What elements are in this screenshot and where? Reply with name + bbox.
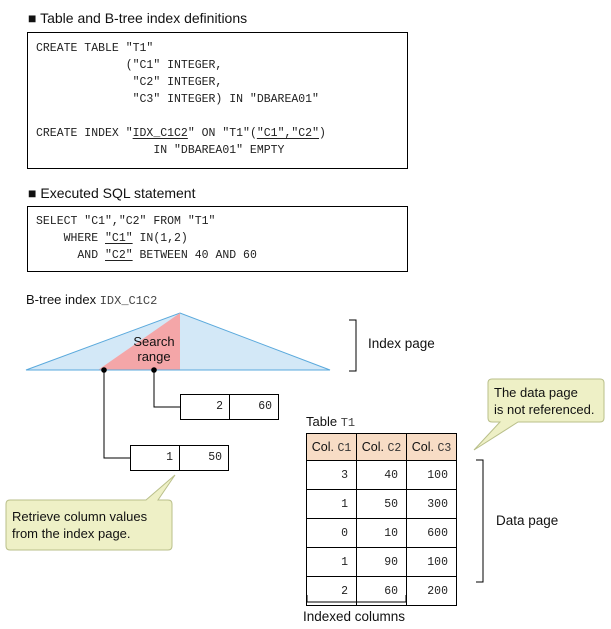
search-range-line: range xyxy=(137,349,171,364)
table-cell: 300 xyxy=(406,489,457,519)
callout-right-line: is not referenced. xyxy=(494,402,595,417)
index-entry-bottom: 1 50 xyxy=(130,445,229,471)
code-line: CREATE INDEX "IDX_C1C2" ON "T1"("C1","C2… xyxy=(36,125,326,142)
code-text: WHERE xyxy=(36,232,106,245)
code-line: "C2" INTEGER, xyxy=(36,76,223,89)
code-text: AND xyxy=(36,249,106,262)
table-row: 1 50 300 xyxy=(306,489,457,519)
table-row: 3 40 100 xyxy=(306,460,457,490)
pointer-dot xyxy=(101,367,107,373)
callout-left-line: Retrieve column values xyxy=(12,509,148,524)
table-name: T1 xyxy=(340,416,356,430)
index-entry-top: 2 60 xyxy=(180,394,279,420)
col-prefix: Col. xyxy=(311,439,334,454)
table-cell: 100 xyxy=(406,460,457,490)
definitions-code-box: CREATE TABLE "T1" ("C1" INTEGER, "C2" IN… xyxy=(27,32,408,169)
table-cell: 90 xyxy=(356,547,407,577)
col-name: C2 xyxy=(387,441,402,455)
btree-label-text: B-tree index xyxy=(26,292,97,307)
btree-index-name: IDX_C1C2 xyxy=(99,294,158,308)
index-page-label: Index page xyxy=(368,336,435,351)
c2-underlined: "C2" xyxy=(105,249,133,262)
code-text: CREATE INDEX " xyxy=(36,127,133,140)
callout-left-shape xyxy=(5,474,176,551)
t1-table: Col. C1 Col. C2 Col. C3 3 40 100 1 50 30… xyxy=(306,433,457,606)
square-bullet-icon: ■ xyxy=(28,10,37,26)
table-label: Table T1 xyxy=(306,414,355,430)
code-line: WHERE "C1" IN(1,2) xyxy=(36,230,257,247)
code-line: AND "C2" BETWEEN 40 AND 60 xyxy=(36,247,257,264)
index-entry-c2: 60 xyxy=(229,394,279,420)
callout-right-line: The data page xyxy=(494,385,578,400)
code-line: CREATE TABLE "T1" xyxy=(36,42,154,55)
table-cell: 50 xyxy=(356,489,407,519)
index-columns-underlined: "C1","C2" xyxy=(256,127,319,140)
table-cell: 10 xyxy=(356,518,407,548)
connector-line xyxy=(103,370,130,459)
code-text: " ON "T1"( xyxy=(187,127,257,140)
table-row: 1 90 100 xyxy=(306,547,457,577)
connector-line xyxy=(153,370,180,408)
col-prefix: Col. xyxy=(411,439,434,454)
definitions-heading-text: Table and B-tree index definitions xyxy=(40,10,248,26)
index-entry-c1: 1 xyxy=(130,445,180,471)
callout-left: Retrieve column values from the index pa… xyxy=(12,508,147,542)
code-text: IN(1,2) xyxy=(132,232,188,245)
table-row: 2 60 200 xyxy=(306,576,457,606)
indexed-columns-label: Indexed columns xyxy=(303,609,406,624)
sql-heading-text: Executed SQL statement xyxy=(40,185,196,201)
table-row: 0 10 600 xyxy=(306,518,457,548)
column-header-c1: Col. C1 xyxy=(306,433,357,461)
search-range-label: Search range xyxy=(126,334,182,364)
index-name-underlined: IDX_C1C2 xyxy=(132,127,188,140)
table-cell: 40 xyxy=(356,460,407,490)
sql-heading: ■ Executed SQL statement xyxy=(28,185,195,201)
btree-label: B-tree index IDX_C1C2 xyxy=(26,292,157,308)
column-header-c3: Col. C3 xyxy=(406,433,457,461)
index-entry-c1: 2 xyxy=(180,394,230,420)
search-range-line: Search xyxy=(133,334,175,349)
column-header-c2: Col. C2 xyxy=(356,433,407,461)
code-line: SELECT "C1","C2" FROM "T1" xyxy=(36,215,216,228)
pointer-dot xyxy=(151,367,157,373)
data-page-bracket xyxy=(476,459,484,583)
sql-code-box: SELECT "C1","C2" FROM "T1" WHERE "C1" IN… xyxy=(27,206,408,272)
table-cell: 3 xyxy=(306,460,357,490)
code-text: BETWEEN 40 AND 60 xyxy=(132,249,257,262)
table-cell: 0 xyxy=(306,518,357,548)
callout-right-shape xyxy=(473,378,605,451)
table-cell: 1 xyxy=(306,547,357,577)
table-cell: 100 xyxy=(406,547,457,577)
table-header-row: Col. C1 Col. C2 Col. C3 xyxy=(306,433,457,461)
code-text: ) xyxy=(318,127,326,140)
data-page-label: Data page xyxy=(496,513,559,528)
index-page-bracket xyxy=(349,319,357,372)
table-cell: 600 xyxy=(406,518,457,548)
c1-underlined: "C1" xyxy=(105,232,133,245)
col-prefix: Col. xyxy=(361,439,384,454)
index-entry-c2: 50 xyxy=(179,445,229,471)
col-name: C3 xyxy=(437,441,452,455)
table-cell: 60 xyxy=(356,576,407,606)
table-cell: 200 xyxy=(406,576,457,606)
code-line: IN "DBAREA01" EMPTY xyxy=(36,144,285,157)
code-line: "C3" INTEGER) IN "DBAREA01" xyxy=(36,93,319,106)
callout-right: The data page is not referenced. xyxy=(494,384,594,418)
code-line: ("C1" INTEGER, xyxy=(36,59,223,72)
table-cell: 2 xyxy=(306,576,357,606)
search-range-area xyxy=(98,313,180,370)
callout-left-line: from the index page. xyxy=(12,526,131,541)
table-cell: 1 xyxy=(306,489,357,519)
square-bullet-icon: ■ xyxy=(28,185,37,201)
definitions-heading: ■ Table and B-tree index definitions xyxy=(28,10,247,26)
table-label-text: Table xyxy=(306,414,338,429)
col-name: C1 xyxy=(337,441,352,455)
